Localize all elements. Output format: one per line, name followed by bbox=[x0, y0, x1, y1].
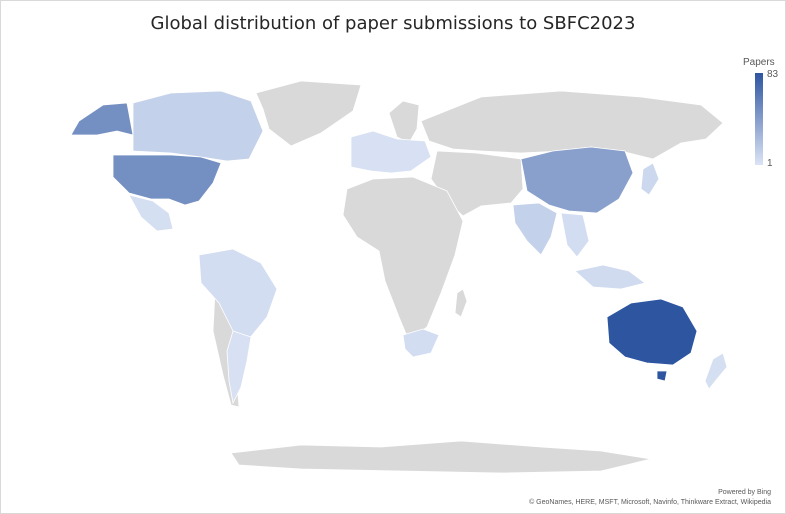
greenland bbox=[255, 80, 362, 147]
region-china[interactable] bbox=[520, 146, 634, 214]
antarctica bbox=[230, 440, 652, 474]
land-no-data bbox=[212, 80, 724, 474]
region-india[interactable] bbox=[512, 202, 558, 256]
madagascar bbox=[454, 288, 468, 318]
legend-title: Papers bbox=[743, 57, 775, 68]
region-south-africa[interactable] bbox=[402, 328, 440, 358]
region-indonesia[interactable] bbox=[574, 264, 646, 290]
region-brazil[interactable] bbox=[198, 248, 278, 340]
region-new-zealand[interactable] bbox=[704, 352, 728, 390]
legend-min-label: 1 bbox=[767, 158, 773, 169]
map-attribution: © GeoNames, HERE, MSFT, Microsoft, Navin… bbox=[529, 499, 771, 506]
region-argentina[interactable] bbox=[226, 330, 252, 405]
region-europe[interactable] bbox=[350, 130, 432, 174]
region-canada[interactable] bbox=[132, 90, 264, 162]
region-japan[interactable] bbox=[640, 162, 660, 196]
region-southeast-asia[interactable] bbox=[560, 212, 590, 258]
map-title: Global distribution of paper submissions… bbox=[150, 13, 636, 34]
russia bbox=[420, 90, 724, 160]
scandinavia bbox=[388, 100, 420, 144]
legend-gradient bbox=[755, 73, 763, 165]
region-usa[interactable] bbox=[112, 154, 222, 206]
powered-by-label: Powered by Bing bbox=[718, 489, 771, 496]
region-australia[interactable] bbox=[606, 298, 698, 366]
region-tasmania[interactable] bbox=[656, 370, 668, 382]
africa bbox=[342, 176, 464, 342]
region-mexico[interactable] bbox=[128, 194, 174, 232]
region-alaska[interactable] bbox=[70, 102, 134, 136]
legend-max-label: 83 bbox=[767, 69, 779, 80]
land-with-data bbox=[70, 90, 728, 405]
